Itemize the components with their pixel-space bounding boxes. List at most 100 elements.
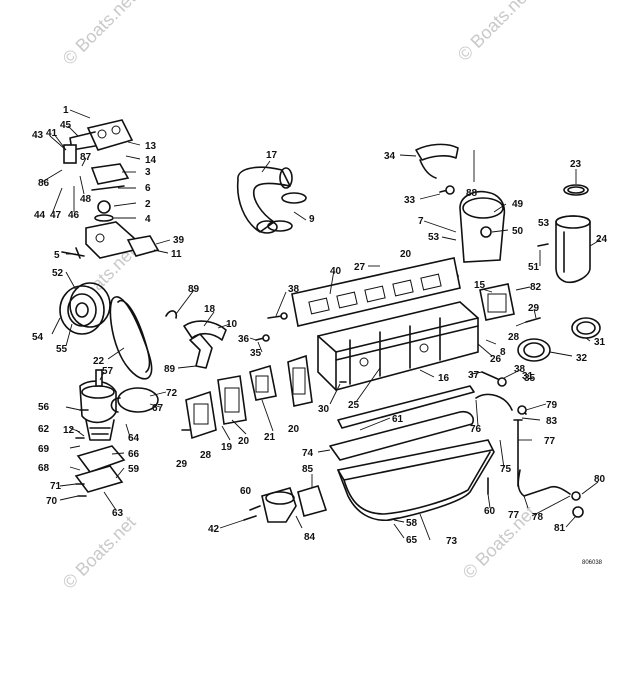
callout-42: 42 [208,524,220,535]
callout-44: 44 [34,210,46,221]
leader-lines [41,109,601,541]
callout-61: 61 [392,414,404,425]
callout-51: 51 [528,262,540,273]
callout-53b: 53 [538,218,550,229]
callout-34: 34 [384,151,396,162]
callout-46: 46 [68,210,80,221]
oil-pan-assembly [329,385,495,521]
callout-31b: 31 [522,371,534,382]
callout-62: 62 [38,424,50,435]
callout-76: 76 [470,424,482,435]
callout-77: 77 [544,436,556,447]
manifold-gasket [291,257,461,327]
callout-10: 10 [226,319,238,330]
callout-75: 75 [500,464,512,475]
pulley-and-belt [59,282,153,380]
callout-3: 3 [145,167,151,178]
callout-17: 17 [266,150,278,161]
callout-48: 48 [80,194,92,205]
callout-37: 37 [468,370,480,381]
callout-26: 26 [490,354,502,365]
callout-35: 35 [250,348,262,359]
callout-43: 43 [32,130,44,141]
callout-9: 9 [309,214,315,225]
callout-38: 38 [288,284,300,295]
callout-6: 6 [145,183,151,194]
callout-20c: 20 [400,249,412,260]
callout-18: 18 [204,304,216,315]
callout-69: 69 [38,444,50,455]
callout-86: 86 [38,178,50,189]
water-pump-assembly [74,369,159,493]
callout-59: 59 [128,464,140,475]
callout-55: 55 [56,344,68,355]
watermark-bottom-right: © Boats.net [459,502,540,583]
watermark-bottom-left: © Boats.net [59,512,140,593]
callout-58: 58 [406,518,418,529]
callout-70: 70 [46,496,58,507]
callout-83: 83 [546,416,558,427]
callout-80: 80 [594,474,606,485]
callout-29b: 29 [176,459,188,470]
callout-89b: 89 [164,364,176,375]
callout-68: 68 [38,463,50,474]
callout-88: 88 [466,188,478,199]
callout-4: 4 [145,214,151,225]
callout-29: 29 [528,303,540,314]
callout-47: 47 [50,210,62,221]
callout-35b: 35 [524,373,536,384]
exhaust-manifold [317,301,479,391]
callout-27: 27 [354,262,366,273]
callout-57: 57 [102,366,114,377]
callout-82: 82 [530,282,542,293]
callout-52: 52 [52,268,64,279]
callout-12: 12 [63,425,75,436]
dipstick-and-lines [475,393,584,518]
callout-60: 60 [240,486,252,497]
callout-28b: 28 [200,450,212,461]
callout-33: 33 [404,195,416,206]
callout-11: 11 [171,249,182,260]
exhaust-pipe-assembly [479,184,601,362]
callout-39: 39 [173,235,185,246]
callout-36: 36 [238,334,250,345]
callout-24: 24 [596,234,608,245]
fuel-pump-assembly [249,485,328,523]
callout-67: 67 [152,403,164,414]
callout-13: 13 [145,141,157,152]
exhaust-plates [185,354,313,440]
callout-87: 87 [80,152,92,163]
thermostat-housing-assembly [61,119,160,259]
callout-89: 89 [188,284,200,295]
callout-79: 79 [546,400,558,411]
callout-40: 40 [330,266,342,277]
callout-2: 2 [145,199,151,210]
fasteners [75,185,549,521]
callout-labels: 1 2 3 4 5 6 7 8 9 10 11 12 13 14 15 16 1… [32,105,608,547]
callout-1: 1 [63,105,69,116]
callout-53: 53 [428,232,440,243]
watermark-top-left: © Boats.net [59,0,140,69]
callout-19: 19 [221,442,233,453]
callout-25: 25 [348,400,360,411]
callout-77b: 77 [508,510,520,521]
callout-63: 63 [112,508,124,519]
callout-5: 5 [54,250,60,261]
callout-71: 71 [50,481,62,492]
callout-41: 41 [46,128,58,139]
callout-81: 81 [554,523,566,534]
callout-30: 30 [318,404,330,415]
callout-7: 7 [418,216,424,227]
callout-60b: 60 [484,506,496,517]
callout-14: 14 [145,155,157,166]
callout-54: 54 [32,332,44,343]
callout-64: 64 [128,433,140,444]
callout-85: 85 [302,464,314,475]
callout-72: 72 [166,388,178,399]
callout-73: 73 [446,536,458,547]
callout-38b: 38 [514,364,526,375]
small-hoses [165,143,459,369]
callout-66: 66 [128,449,140,460]
callout-28: 28 [508,332,520,343]
